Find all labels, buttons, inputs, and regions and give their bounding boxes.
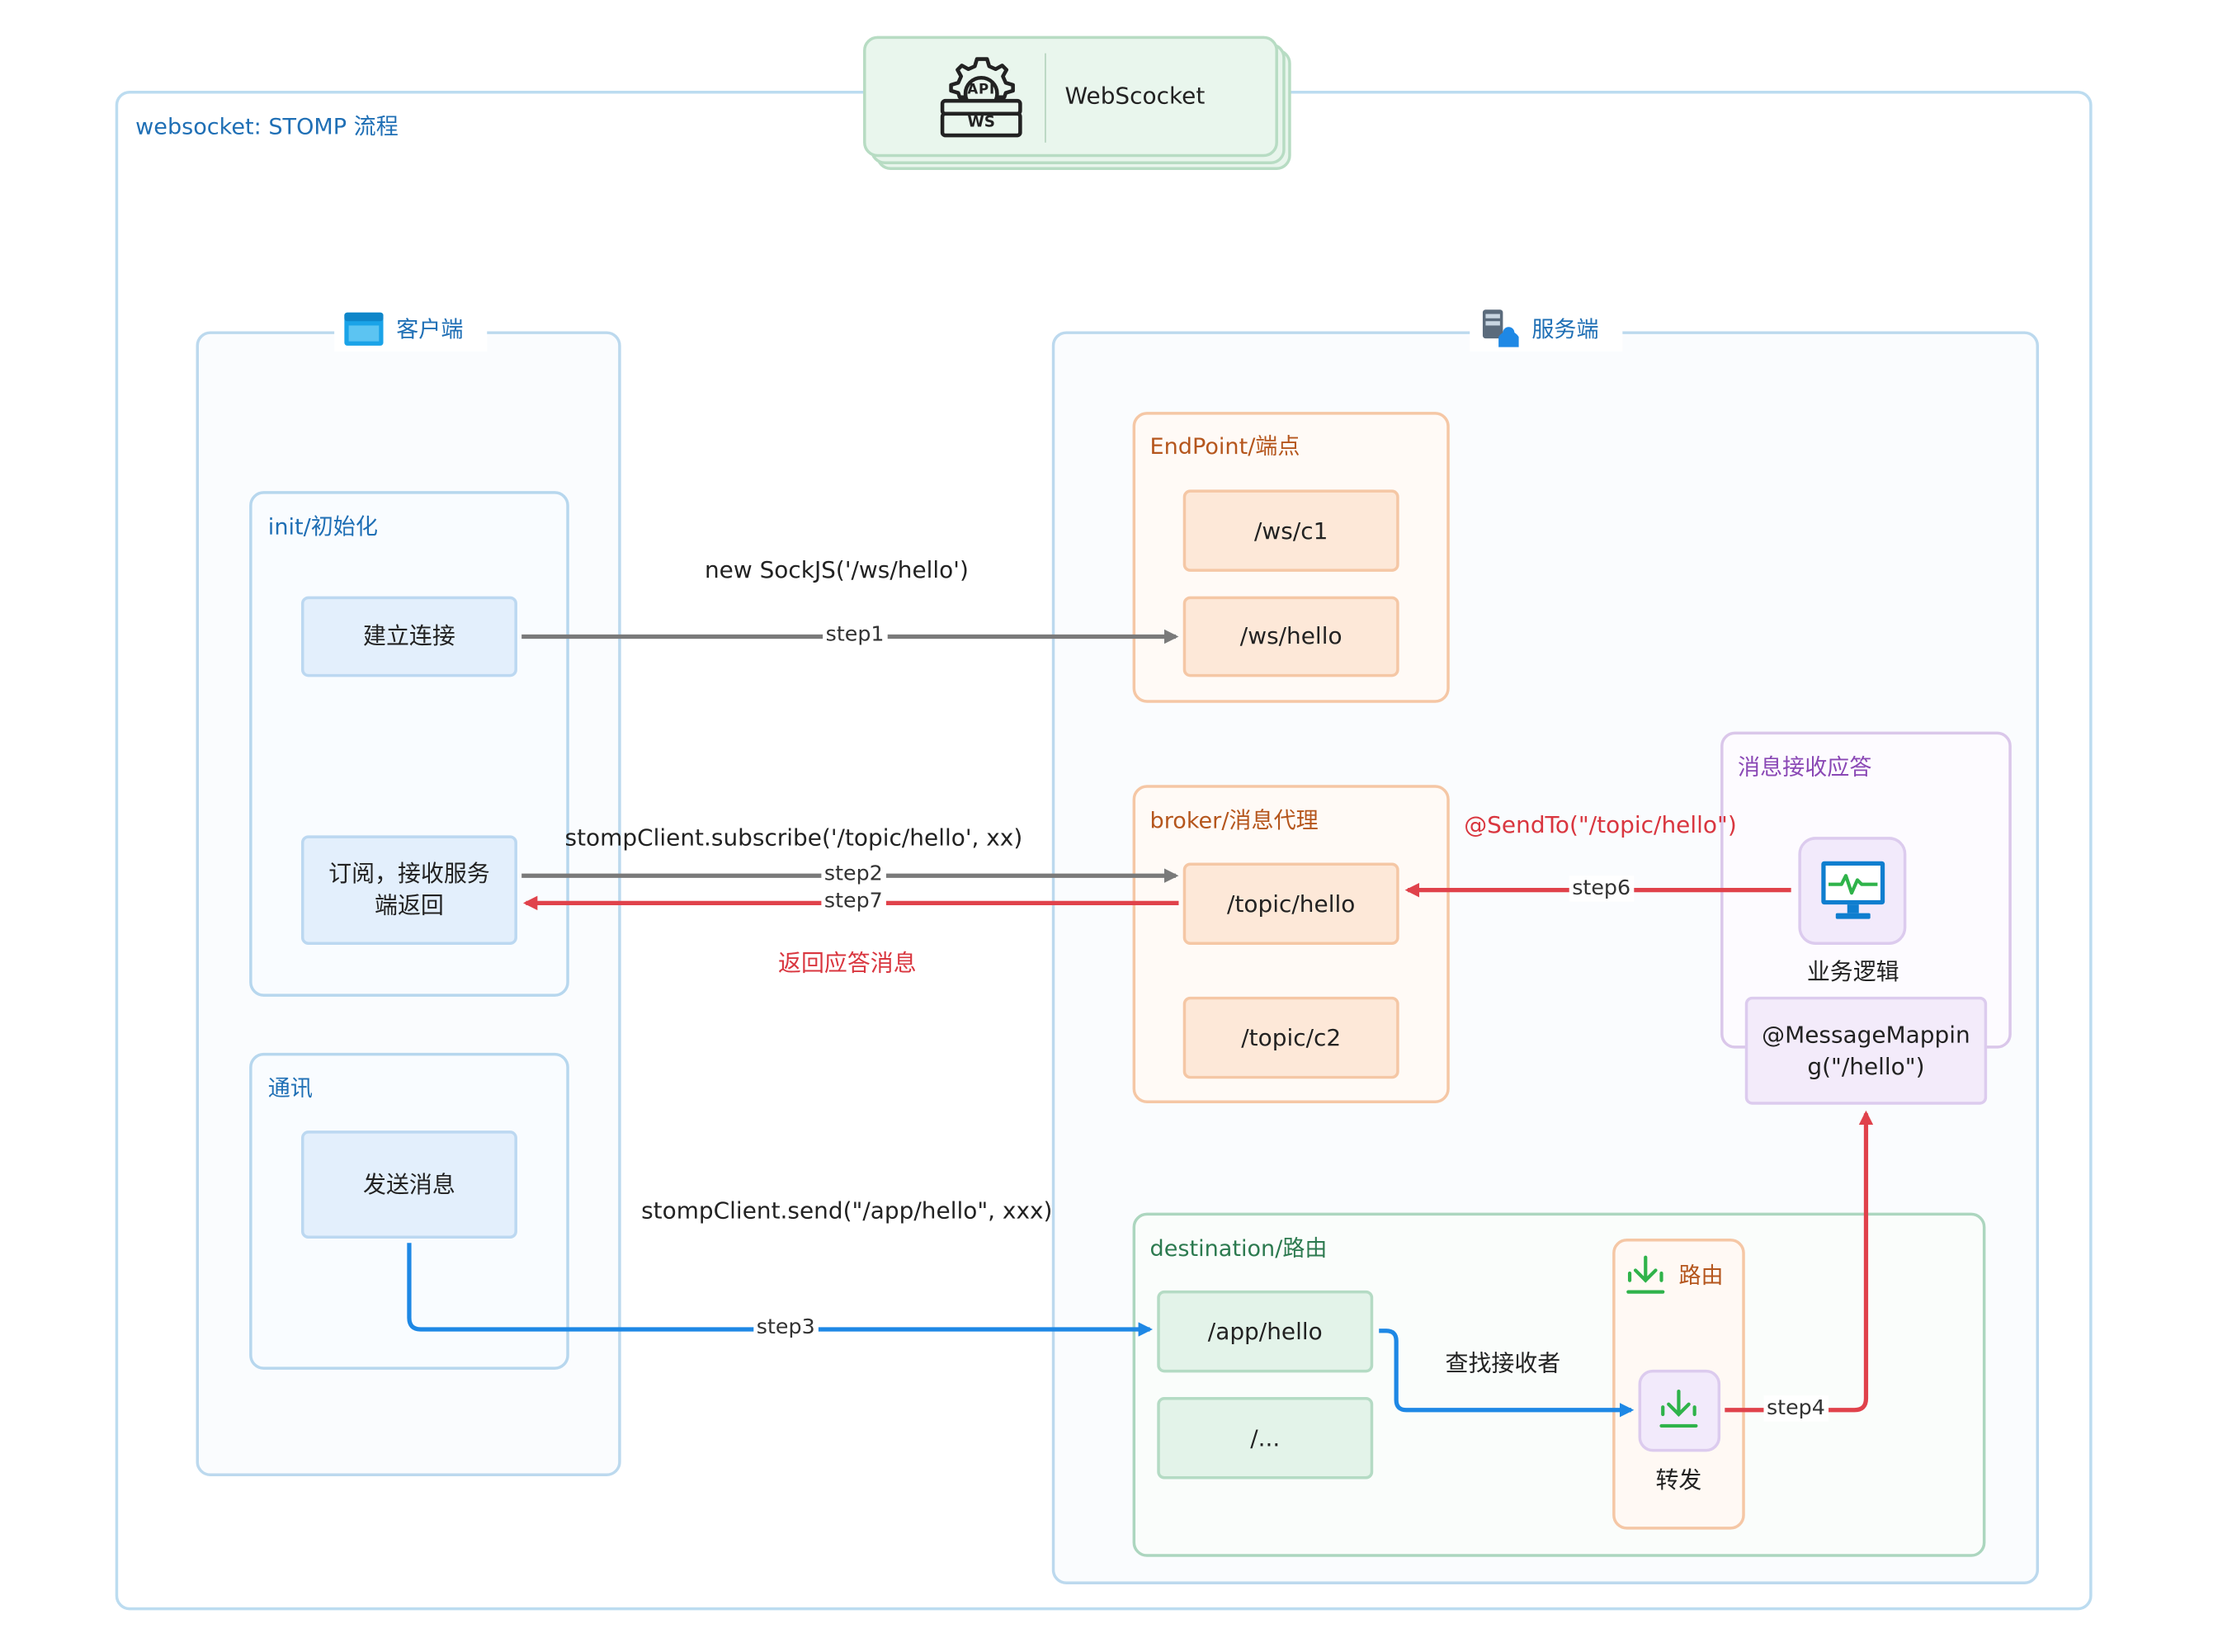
find-receiver-caption: 查找接收者 [1445, 1349, 1561, 1377]
send-node[interactable]: 发送消息 [300, 1130, 517, 1239]
server-group-label: 服务端 [1531, 316, 1599, 343]
ws-badge-text: WS [967, 113, 995, 131]
endpoint-group-label: EndPoint/端点 [1149, 433, 1300, 460]
endpoint-ws-c1[interactable]: /ws/c1 [1182, 489, 1399, 572]
download-icon [1626, 1255, 1665, 1294]
edge-step4 [1725, 1110, 1874, 1413]
destination-group [1132, 1212, 1986, 1557]
connect-node[interactable]: 建立连接 [300, 596, 517, 677]
step7-label: step7 [821, 888, 886, 915]
subscribe-node[interactable]: 订阅，接收服务端返回 [300, 835, 517, 945]
client-group-label: 客户端 [396, 316, 464, 343]
edge-find-receiver [1379, 1329, 1635, 1418]
forward-download-icon [1659, 1389, 1698, 1428]
step4-label: step4 [1763, 1395, 1829, 1422]
forward-label: 转发 [1655, 1466, 1702, 1494]
api-badge-text: API [967, 82, 996, 98]
header-card [863, 35, 1278, 158]
broker-topic-c2[interactable]: /topic/c2 [1182, 996, 1399, 1079]
destination-other[interactable]: /... [1157, 1397, 1374, 1480]
business-logic-node[interactable] [1798, 837, 1907, 945]
outer-group-label: websocket: STOMP 流程 [135, 113, 399, 140]
reply-group-label: 消息接收应答 [1738, 754, 1872, 781]
destination-group-label: destination/路由 [1149, 1235, 1328, 1262]
step2-label: step2 [821, 861, 886, 888]
header-divider [1045, 53, 1046, 143]
monitor-icon [1821, 861, 1885, 919]
message-mapping-node[interactable]: @MessageMapping("/hello") [1744, 996, 1988, 1105]
step1-label: step1 [823, 622, 888, 649]
step3-label: step3 [753, 1315, 819, 1341]
route-group-label: 路由 [1678, 1263, 1724, 1290]
header-title: WebScocket [1064, 82, 1206, 110]
step2-caption: stompClient.subscribe('/topic/hello', xx… [564, 824, 1023, 852]
broker-group-label: broker/消息代理 [1149, 808, 1319, 834]
browser-window-icon [344, 312, 384, 346]
init-group-label: init/初始化 [267, 514, 378, 540]
step7-caption: 返回应答消息 [778, 949, 917, 977]
endpoint-ws-hello[interactable]: /ws/hello [1182, 596, 1399, 677]
step1-caption: new SockJS('/ws/hello') [704, 555, 969, 583]
step3-caption: stompClient.send("/app/hello", xxx) [641, 1197, 1053, 1225]
step6-caption: @SendTo("/topic/hello") [1464, 810, 1737, 838]
step6-label: step6 [1569, 876, 1634, 902]
websocket-api-icon [940, 57, 1022, 138]
business-logic-label: 业务逻辑 [1806, 957, 1899, 985]
edge-step3 [407, 1243, 1154, 1337]
broker-topic-hello[interactable]: /topic/hello [1182, 862, 1399, 945]
server-icon [1482, 309, 1519, 347]
comm-group-label: 通讯 [267, 1075, 313, 1102]
destination-app-hello[interactable]: /app/hello [1157, 1290, 1374, 1373]
